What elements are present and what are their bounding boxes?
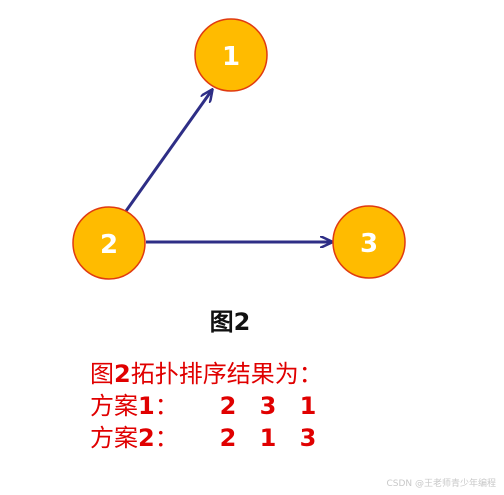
node-3: 3 bbox=[332, 205, 406, 279]
result-title-num: 2 bbox=[114, 360, 131, 388]
plan-name-prefix: 方案 bbox=[90, 392, 138, 420]
plan-name-colon: ： bbox=[154, 424, 179, 452]
result-title-suffix: 拓扑排序结果为： bbox=[130, 360, 323, 388]
node-2-label: 2 bbox=[100, 230, 118, 260]
node-3-label: 3 bbox=[360, 229, 378, 259]
plan-order-item: 1 bbox=[259, 424, 277, 452]
watermark: CSDN @王老师青少年编程 bbox=[386, 479, 496, 489]
plan-name-num: 1 bbox=[138, 392, 155, 420]
topology-graph: 1 2 3 bbox=[72, 18, 406, 280]
topological-sort-result: 图2拓扑排序结果为： 方案1： 2 3 1 方案2： 2 1 3 bbox=[90, 358, 328, 454]
figure-caption: 图2 bbox=[209, 308, 251, 336]
plan-order: 2 1 3 bbox=[208, 422, 328, 454]
plan-name-colon: ： bbox=[154, 392, 179, 420]
result-title: 图2拓扑排序结果为： bbox=[90, 358, 328, 390]
node-1-label: 1 bbox=[222, 42, 240, 72]
plan-name-prefix: 方案 bbox=[90, 424, 138, 452]
plan-order: 2 3 1 bbox=[208, 390, 328, 422]
plan-order-item: 1 bbox=[299, 392, 317, 420]
plan-order-item: 3 bbox=[299, 424, 317, 452]
plan-order-item: 2 bbox=[219, 424, 237, 452]
node-1: 1 bbox=[194, 18, 268, 92]
plan-row-2: 方案2： 2 1 3 bbox=[90, 422, 328, 454]
node-2: 2 bbox=[72, 206, 146, 280]
plan-name: 方案2： bbox=[90, 422, 208, 454]
plan-order-item: 2 bbox=[219, 392, 237, 420]
plan-name: 方案1： bbox=[90, 390, 208, 422]
result-title-prefix: 图 bbox=[90, 360, 114, 388]
edge-2-to-1 bbox=[124, 90, 212, 212]
plan-order-item: 3 bbox=[259, 392, 277, 420]
plan-name-num: 2 bbox=[138, 424, 155, 452]
plan-row-1: 方案1： 2 3 1 bbox=[90, 390, 328, 422]
